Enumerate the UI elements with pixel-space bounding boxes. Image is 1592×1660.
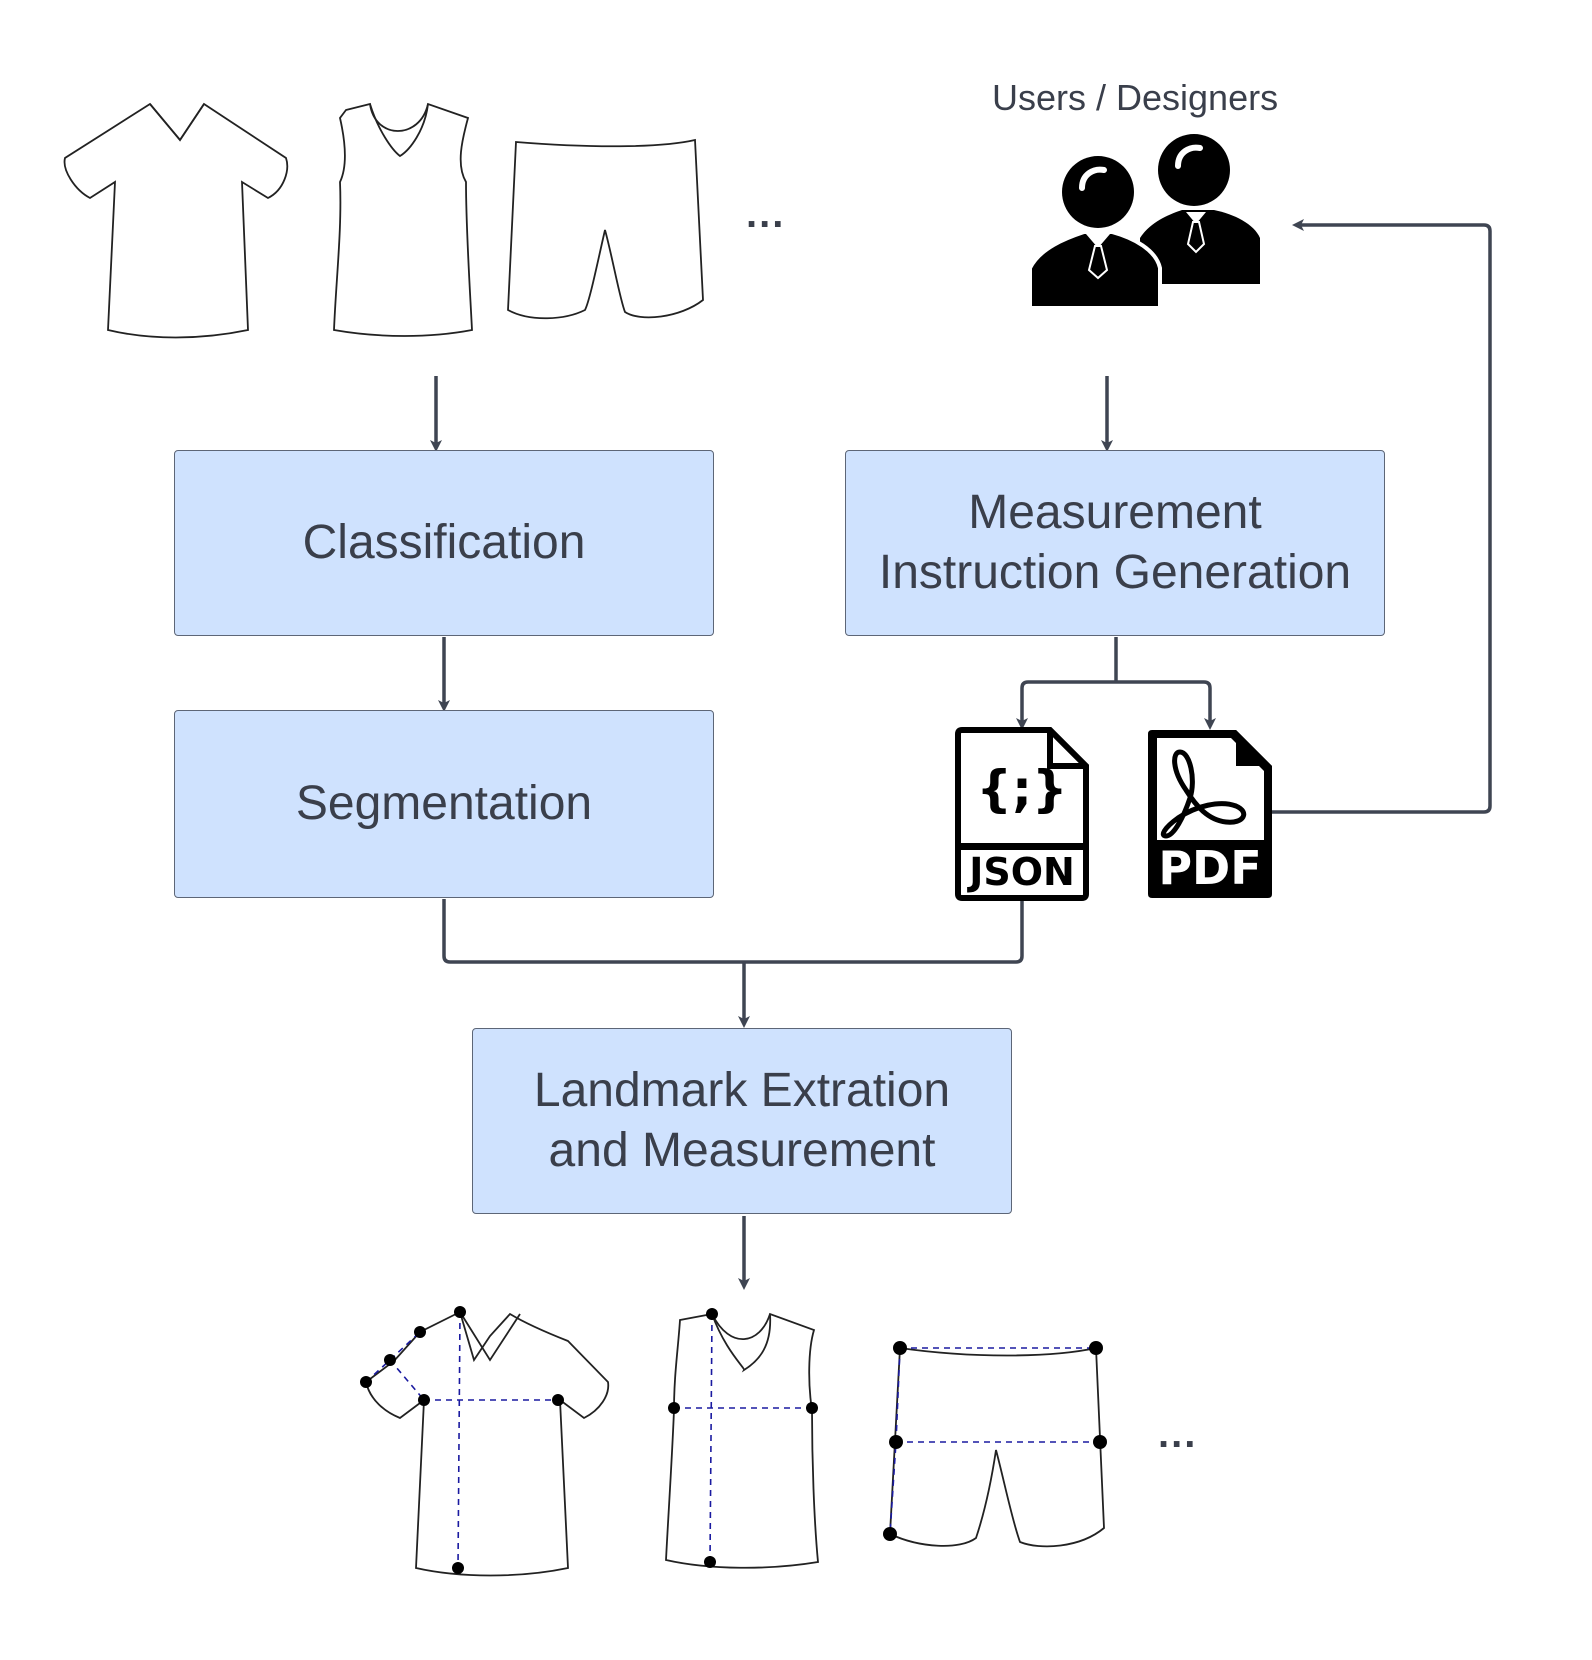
top-shorts-sketch (507, 138, 704, 320)
landmark-extraction-measurement-label: Landmark Extration and Measurement (533, 1064, 951, 1177)
json-file-label: JSON (969, 850, 1075, 894)
measurement-instruction-generation-label: Measurement Instruction Generation (878, 486, 1352, 599)
segmentation-box: Segmentation (174, 710, 714, 898)
pdf-file-label: PDF (1158, 841, 1262, 895)
arrow-instruction-to-json (1016, 680, 1116, 730)
landmark-extraction-measurement-box: Landmark Extration and Measurement (472, 1028, 1012, 1214)
json-symbol: {;} (976, 760, 1068, 818)
segmentation-label: Segmentation (295, 777, 593, 830)
top-tanktop-sketch (333, 102, 473, 337)
bottom-garments-ellipsis: ... (1158, 1412, 1198, 1456)
measurement-instruction-generation-box: Measurement Instruction Generation (845, 450, 1385, 636)
connector-segmentation-merge (442, 899, 1024, 964)
result-tanktop-sketch (665, 1308, 819, 1569)
json-file-icon (955, 727, 1089, 901)
users-designers-icon (1028, 134, 1260, 310)
top-tshirt-sketch (63, 102, 289, 339)
classification-label: Classification (302, 516, 586, 569)
classification-box: Classification (174, 450, 714, 636)
arrow-pdf-to-users (1272, 219, 1492, 814)
pdf-file-icon (1148, 730, 1272, 898)
users-designers-label: Users / Designers (992, 77, 1279, 118)
top-garments-ellipsis: ... (746, 192, 786, 236)
result-shorts-sketch (883, 1341, 1107, 1548)
arrow-instruction-to-pdf (1116, 680, 1216, 730)
result-tshirt-sketch (360, 1306, 610, 1577)
